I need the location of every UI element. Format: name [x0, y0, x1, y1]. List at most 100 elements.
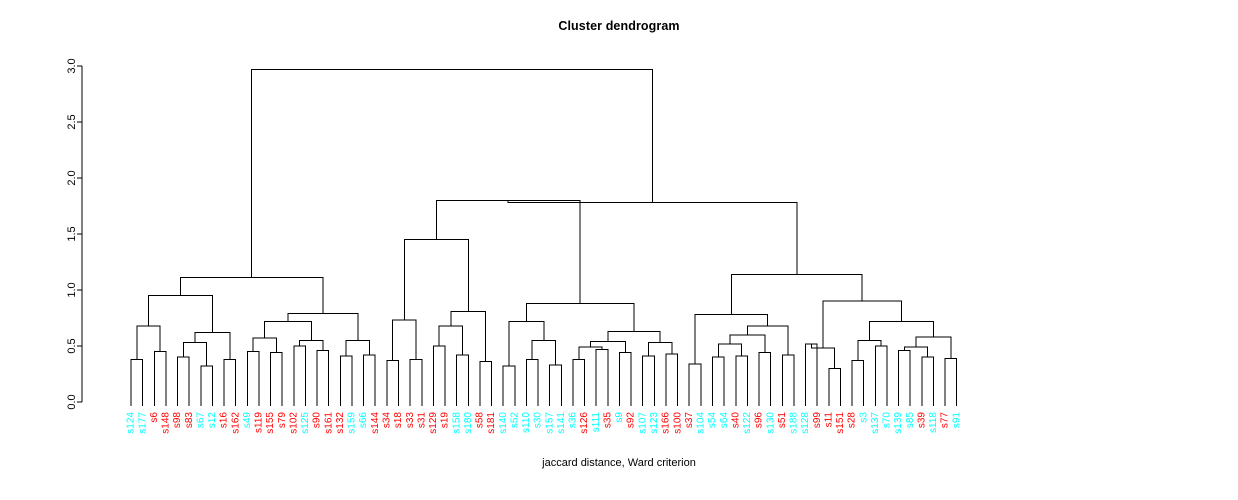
leaf-label[interactable]: s39 — [916, 412, 927, 429]
leaf-label[interactable]: s77 — [940, 412, 951, 429]
leaf-label[interactable]: s40 — [730, 412, 741, 429]
leaf-label[interactable]: s166 — [661, 412, 672, 434]
leaf-label[interactable]: s188 — [789, 412, 800, 434]
dendrogram-link — [252, 337, 277, 353]
leaf-label[interactable]: s18 — [393, 412, 404, 429]
leaf-label[interactable]: s52 — [509, 412, 520, 429]
dendrogram-link — [857, 339, 882, 361]
leaf-label[interactable]: s3 — [858, 412, 869, 423]
leaf-label[interactable]: s161 — [323, 412, 334, 434]
dendrogram-link — [339, 355, 353, 402]
leaf-label[interactable]: s129 — [428, 412, 439, 434]
leaf-label[interactable]: s96 — [754, 412, 765, 429]
leaf-label[interactable]: s64 — [719, 412, 730, 429]
leaf-label[interactable]: s12 — [207, 412, 218, 429]
leaf-label[interactable]: s36 — [568, 412, 579, 429]
leaf-label[interactable]: s177 — [137, 412, 148, 434]
leaf-label[interactable]: s162 — [230, 412, 241, 434]
leaf-label[interactable]: s54 — [707, 412, 718, 429]
leaf-label[interactable]: s92 — [626, 412, 637, 429]
leaf-label[interactable]: s122 — [742, 412, 753, 434]
y-axis: 0.00.51.01.52.02.53.0 — [66, 58, 83, 410]
dendrogram-link — [746, 325, 789, 355]
dendrogram-link — [903, 346, 929, 358]
leaf-label[interactable]: s124 — [126, 412, 137, 434]
dendrogram-link — [403, 239, 469, 321]
dendrogram-link — [246, 351, 260, 402]
leaf-label[interactable]: s34 — [382, 412, 393, 429]
leaf-label[interactable]: s126 — [579, 412, 590, 434]
leaf-label[interactable]: s37 — [684, 412, 695, 429]
dendrogram-link — [717, 343, 743, 358]
leaf-label[interactable]: s30 — [533, 412, 544, 429]
leaf-label[interactable]: s157 — [544, 412, 555, 434]
y-axis-tick-label: 0.5 — [66, 338, 78, 353]
leaf-label[interactable]: s11 — [823, 412, 834, 428]
leaf-label[interactable]: s83 — [184, 412, 195, 429]
dendrogram-link — [508, 320, 545, 367]
leaf-label[interactable]: s144 — [370, 412, 381, 434]
dendrogram-link — [130, 358, 144, 402]
dendrogram-link — [386, 360, 399, 402]
leaf-label[interactable]: s118 — [928, 412, 939, 433]
leaf-label[interactable]: s91 — [951, 412, 962, 429]
leaf-label[interactable]: s79 — [277, 412, 288, 429]
leaf-label[interactable]: s181 — [486, 412, 497, 434]
leaf-label[interactable]: s66 — [358, 412, 369, 429]
leaf-label[interactable]: s123 — [649, 412, 660, 434]
leaf-label[interactable]: s33 — [405, 412, 416, 429]
leaf-label[interactable]: s16 — [219, 412, 230, 429]
leaf-label[interactable]: s9 — [614, 412, 625, 423]
leaf-label[interactable]: s128 — [800, 412, 811, 434]
leaf-label[interactable]: s119 — [254, 412, 265, 433]
leaf-label[interactable]: s35 — [602, 412, 613, 429]
dendrogram-link — [595, 348, 609, 402]
leaf-label[interactable]: s28 — [847, 412, 858, 429]
dendrogram-link — [828, 367, 841, 402]
leaf-label[interactable]: s110 — [521, 412, 532, 433]
leaf-label[interactable]: s85 — [905, 412, 916, 429]
leaf-label[interactable]: s125 — [300, 412, 311, 434]
dendrogram-link — [270, 352, 283, 402]
dendrogram-link — [345, 339, 370, 357]
dendrogram-links — [130, 68, 958, 402]
leaf-label[interactable]: s99 — [812, 412, 823, 429]
leaf-label[interactable]: s158 — [451, 412, 462, 434]
leaf-label[interactable]: s180 — [463, 412, 474, 434]
leaf-label[interactable]: s137 — [870, 412, 881, 434]
leaf-label[interactable]: s130 — [765, 412, 776, 434]
leaf-label[interactable]: s102 — [288, 412, 299, 434]
leaf-label[interactable]: s141 — [556, 412, 567, 434]
leaf-label[interactable]: s155 — [265, 412, 276, 434]
leaf-label[interactable]: s49 — [242, 412, 253, 429]
dendrogram-link — [432, 345, 446, 402]
leaf-label[interactable]: s67 — [195, 412, 206, 429]
dendrogram-link — [264, 320, 312, 341]
leaf-label[interactable]: s140 — [498, 412, 509, 434]
dendrogram-link — [456, 354, 469, 402]
leaf-label[interactable]: s107 — [637, 412, 648, 434]
leaf-label[interactable]: s90 — [312, 412, 323, 429]
leaf-label[interactable]: s51 — [777, 412, 788, 429]
leaf-label[interactable]: s6 — [149, 412, 160, 423]
leaf-label[interactable]: s151 — [835, 412, 846, 434]
dendrogram-link — [810, 343, 836, 369]
dendrogram-link — [944, 357, 958, 402]
leaf-label[interactable]: s98 — [172, 412, 183, 429]
leaf-label[interactable]: s148 — [161, 412, 172, 434]
leaf-label[interactable]: s104 — [696, 412, 707, 434]
leaf-label[interactable]: s159 — [347, 412, 358, 434]
dendrogram-link — [299, 339, 324, 351]
leaf-label[interactable]: s31 — [416, 412, 427, 429]
leaf-label[interactable]: s100 — [672, 412, 683, 434]
dendrogram-link — [136, 325, 161, 360]
leaf-label[interactable]: s139 — [893, 412, 904, 434]
dendrogram-link — [822, 300, 902, 349]
leaf-label[interactable]: s132 — [335, 412, 346, 434]
dendrogram-link — [549, 364, 562, 402]
leaf-label[interactable]: s19 — [440, 412, 451, 429]
leaf-label[interactable]: s111 — [591, 412, 602, 433]
leaf-label[interactable]: s70 — [882, 412, 893, 429]
leaf-label[interactable]: s58 — [475, 412, 486, 429]
